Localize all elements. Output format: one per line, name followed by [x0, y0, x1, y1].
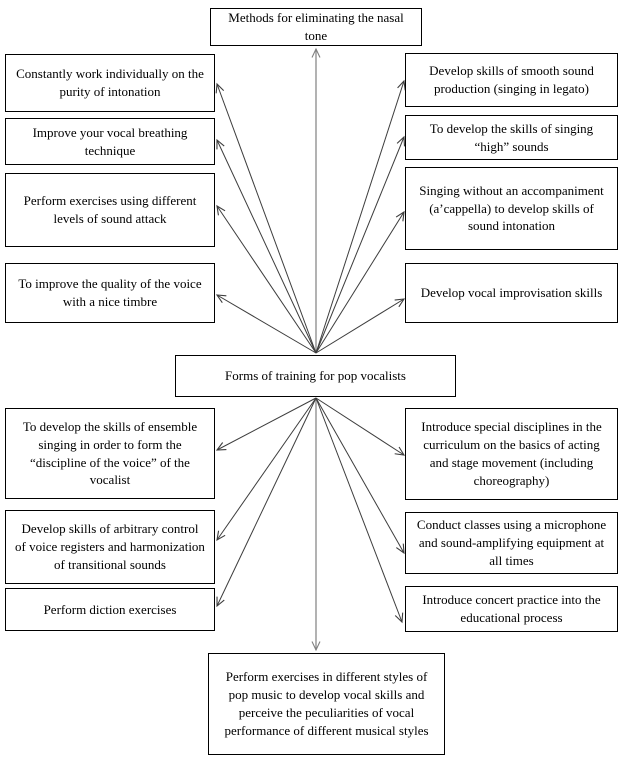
arrow-line — [216, 138, 317, 354]
node-label: Introduce concert practice into the educ… — [422, 592, 601, 625]
node-label: Conduct classes using a microphone and s… — [416, 517, 607, 568]
arrow-line — [215, 82, 317, 354]
node-diction-exercises: Perform diction exercises — [5, 588, 215, 631]
node-acting-stage-movement: Introduce special disciplines in the cur… — [405, 408, 618, 500]
node-label: Singing without an accompaniment (a’capp… — [419, 182, 604, 234]
node-styles-of-pop-music: Perform exercises in different styles of… — [208, 653, 445, 755]
node-label: To improve the quality of the voice with… — [18, 276, 202, 309]
arrow-line — [315, 397, 406, 456]
node-label: Develop skills of smooth sound productio… — [429, 63, 594, 96]
node-label: Introduce special disciplines in the cur… — [421, 419, 602, 488]
node-label: Perform exercises using different levels… — [23, 193, 197, 226]
node-acappella-intonation: Singing without an accompaniment (a’capp… — [405, 167, 618, 250]
node-label: Forms of training for pop vocalists — [225, 368, 406, 384]
arrow-line — [315, 210, 405, 354]
node-label: Methods for eliminating the nasal tone — [228, 10, 404, 43]
arrow-line — [315, 298, 406, 354]
node-label: Improve your vocal breathing technique — [32, 124, 188, 158]
node-label: Constantly work individually on the puri… — [16, 66, 204, 99]
node-label: Develop vocal improvisation skills — [420, 285, 603, 301]
node-label: To develop the skills of ensemble singin… — [22, 418, 198, 488]
node-ensemble-singing: To develop the skills of ensemble singin… — [5, 408, 215, 499]
arrow-line — [216, 397, 317, 542]
node-label: Perform diction exercises — [43, 601, 177, 617]
arrow-line — [216, 397, 317, 608]
arrow-line — [215, 294, 317, 354]
arrow-line — [315, 397, 405, 555]
node-concert-practice: Introduce concert practice into the educ… — [405, 586, 618, 632]
node-nice-timbre: To improve the quality of the voice with… — [5, 263, 215, 323]
node-legato-production: Develop skills of smooth sound productio… — [405, 53, 618, 107]
node-high-sounds: To develop the skills of singing “high” … — [405, 115, 618, 160]
node-voice-registers: Develop skills of arbitrary control of v… — [5, 510, 215, 584]
node-microphone-classes: Conduct classes using a microphone and s… — [405, 512, 618, 574]
node-label: Perform exercises in different styles of… — [224, 669, 429, 738]
node-purity-of-intonation: Constantly work individually on the puri… — [5, 54, 215, 112]
node-label: Develop skills of arbitrary control of v… — [15, 521, 205, 572]
arrow-line — [216, 204, 317, 354]
node-vocal-breathing: Improve your vocal breathing technique — [5, 118, 215, 165]
node-sound-attack: Perform exercises using different levels… — [5, 173, 215, 247]
node-vocal-improvisation: Develop vocal improvisation skills — [405, 263, 618, 323]
arrow-line — [315, 79, 406, 354]
arrow-line — [315, 135, 406, 354]
arrow-line — [315, 397, 404, 624]
node-methods-nasal-tone: Methods for eliminating the nasal tone — [210, 8, 422, 46]
node-forms-of-training-hub: Forms of training for pop vocalists — [175, 355, 456, 397]
node-label: To develop the skills of singing “high” … — [429, 120, 594, 154]
arrow-line — [215, 397, 317, 451]
